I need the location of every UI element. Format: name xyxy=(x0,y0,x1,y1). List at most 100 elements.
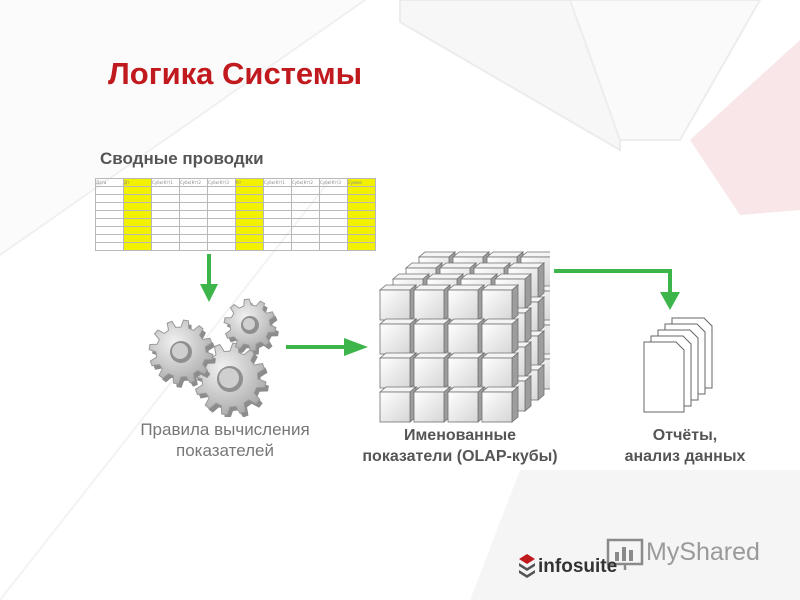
gear-icon xyxy=(223,298,279,355)
table-cell xyxy=(123,210,152,219)
table-cell xyxy=(95,210,124,219)
table-header-cell: Дт xyxy=(123,178,152,187)
rules-caption: Правила вычисления показателей xyxy=(140,420,310,460)
table-header-cell: Кт xyxy=(235,178,264,187)
table-cell xyxy=(319,194,348,203)
table-cell xyxy=(151,226,180,235)
table-cell xyxy=(95,218,124,227)
cube-cell xyxy=(446,284,486,321)
table-cell xyxy=(179,194,208,203)
gears-icon xyxy=(148,298,279,417)
table-cell xyxy=(347,194,376,203)
table-cell xyxy=(263,242,292,251)
table-cell xyxy=(263,194,292,203)
table-cell xyxy=(151,234,180,243)
table-cell xyxy=(235,226,264,235)
cube-cell xyxy=(378,284,418,321)
table-heading: Сводные проводки xyxy=(100,149,264,168)
table-row xyxy=(95,226,376,235)
table-cell xyxy=(207,218,236,227)
page-title: Логика Системы xyxy=(108,56,363,91)
cube-cell xyxy=(480,386,520,423)
table-cell xyxy=(235,234,264,243)
arrow-down-icon xyxy=(200,254,218,302)
table-cell xyxy=(207,234,236,243)
table-cell xyxy=(263,226,292,235)
table-cell xyxy=(123,234,152,243)
table-cell xyxy=(179,202,208,211)
cube-cell xyxy=(446,352,486,389)
reports-caption: Отчёты, анализ данных xyxy=(624,427,746,465)
table-cell xyxy=(235,218,264,227)
arrow-bent-icon xyxy=(554,269,680,310)
table-cell xyxy=(291,210,320,219)
table-cell xyxy=(263,202,292,211)
table-cell xyxy=(151,242,180,251)
table-cell xyxy=(151,218,180,227)
table-cell xyxy=(291,226,320,235)
table-cell xyxy=(207,226,236,235)
table-cell xyxy=(291,218,320,227)
table-header-cell: Субк(Кт)2 xyxy=(179,178,208,187)
cube-cell xyxy=(378,386,418,423)
table-cell xyxy=(123,194,152,203)
table-header-cell: Сумма xyxy=(347,178,376,187)
table-cell xyxy=(347,186,376,195)
table-cell xyxy=(319,210,348,219)
table-cell xyxy=(291,242,320,251)
table-cell xyxy=(179,186,208,195)
cube-cell xyxy=(446,386,486,423)
cube-cell xyxy=(412,352,452,389)
table-cell xyxy=(263,210,292,219)
cube-cell xyxy=(480,352,520,389)
table-cell xyxy=(151,194,180,203)
table-cell xyxy=(263,186,292,195)
cube-cell xyxy=(480,318,520,355)
table-cell xyxy=(123,242,152,251)
arrow-right-icon xyxy=(286,338,368,356)
table-cell xyxy=(291,234,320,243)
table-cell xyxy=(123,186,152,195)
table-cell xyxy=(95,194,124,203)
table-row xyxy=(95,242,376,251)
table-cell xyxy=(179,218,208,227)
table-header-cell: Субк(Кт)2 xyxy=(291,178,320,187)
cube-cell xyxy=(446,318,486,355)
cubes-caption: Именованные показатели (OLAP-кубы) xyxy=(362,427,558,465)
table-row xyxy=(95,194,376,203)
table-cell xyxy=(151,186,180,195)
table-cell xyxy=(207,186,236,195)
table-header-cell: Субк(Кт)1 xyxy=(151,178,180,187)
table-cell xyxy=(263,234,292,243)
table-cell xyxy=(347,202,376,211)
table-cell xyxy=(95,234,124,243)
olap-cube-icon xyxy=(378,251,550,423)
documents-icon xyxy=(643,317,713,413)
table-row xyxy=(95,218,376,227)
table-cell xyxy=(319,242,348,251)
cube-cell xyxy=(412,318,452,355)
table-cell xyxy=(319,202,348,211)
table-header-cell: Дата xyxy=(95,178,124,187)
table-cell xyxy=(207,202,236,211)
table-cell xyxy=(95,226,124,235)
table-row xyxy=(95,202,376,211)
table-cell xyxy=(319,218,348,227)
table-cell xyxy=(123,226,152,235)
table-row xyxy=(95,234,376,243)
cube-cell xyxy=(378,318,418,355)
table-cell xyxy=(235,194,264,203)
table-cell xyxy=(319,226,348,235)
table-row xyxy=(95,210,376,219)
cube-cell xyxy=(378,352,418,389)
table-cell xyxy=(263,218,292,227)
table-cell xyxy=(347,226,376,235)
table-cell xyxy=(95,186,124,195)
table-cell xyxy=(291,186,320,195)
table-cell xyxy=(207,210,236,219)
cube-cell xyxy=(412,386,452,423)
table-cell xyxy=(179,242,208,251)
